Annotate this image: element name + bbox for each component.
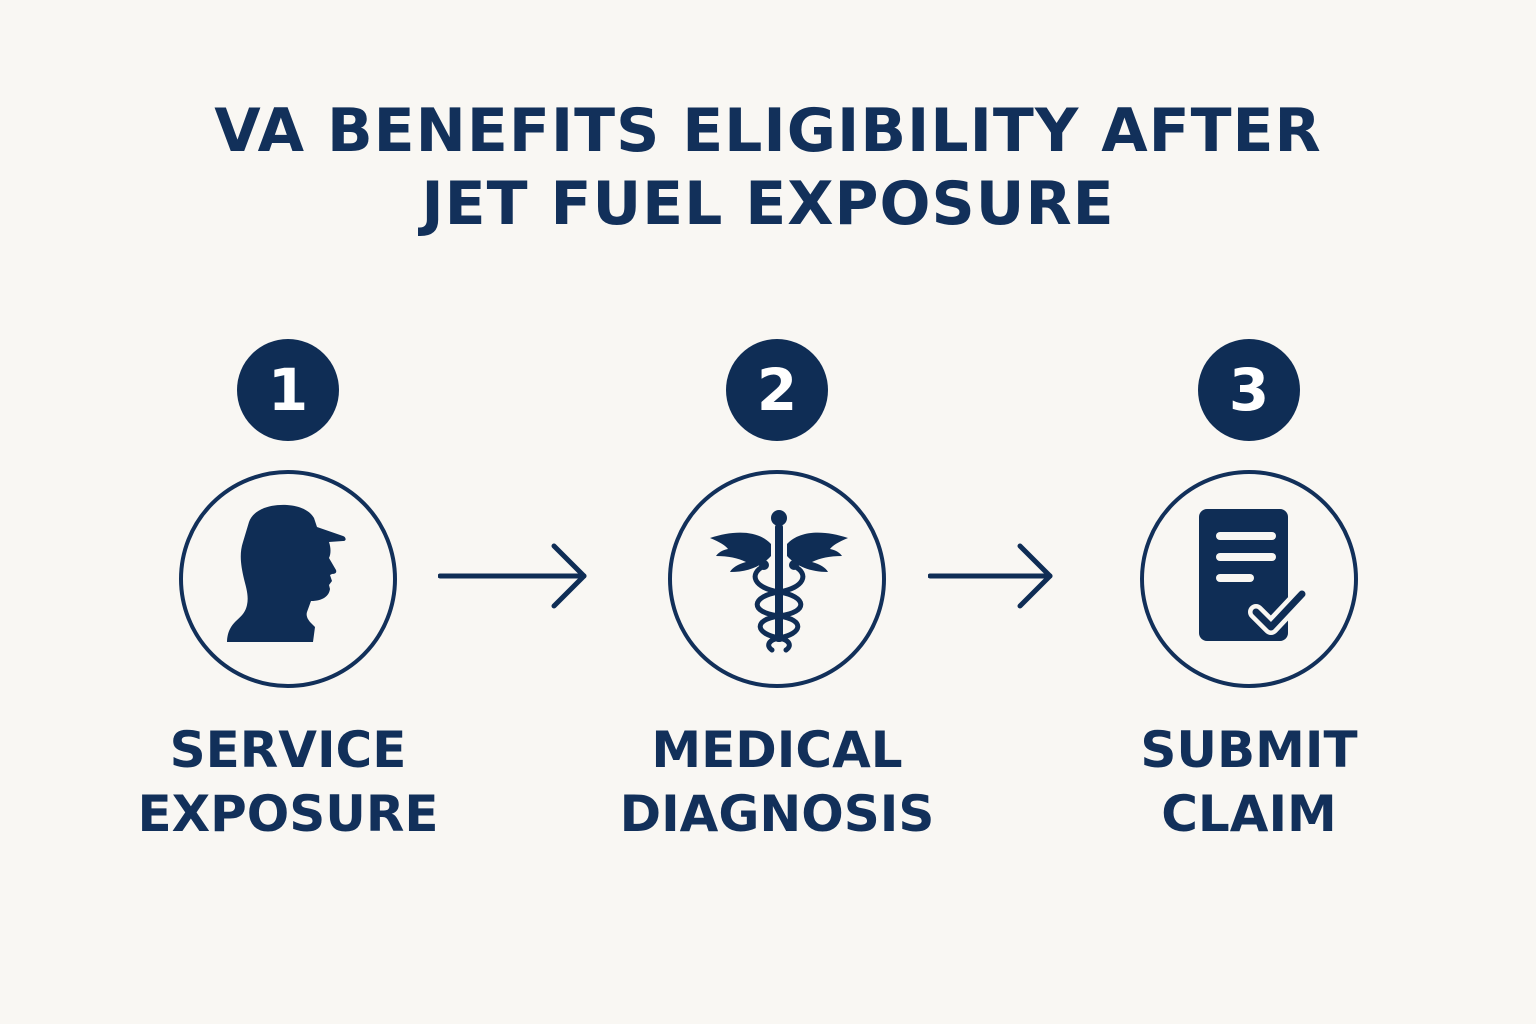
step-number-badge: 1 [237,339,339,441]
step-label-line-2: CLAIM [1161,785,1337,843]
step-label-line-2: EXPOSURE [137,785,439,843]
title-line-2: JET FUEL EXPOSURE [421,169,1115,239]
step-number-badge: 3 [1198,339,1300,441]
step-service-exposure: 1 SERVICE EXPOSURE [108,335,468,855]
step-submit-claim: 3 SUBMIT CLAIM [1069,335,1429,855]
title-line-1: VA BENEFITS ELIGIBILITY AFTER [214,96,1322,166]
step-number-badge: 2 [726,339,828,441]
arrow-right-icon [928,540,1056,612]
step-label: MEDICAL DIAGNOSIS [597,718,957,846]
step-label: SUBMIT CLAIM [1069,718,1429,846]
step-medical-diagnosis: 2 MEDICAL DIAGNOSIS [597,335,957,855]
arrow-right-icon [438,540,592,612]
step-label-line-1: SERVICE [169,721,407,779]
page-title: VA BENEFITS ELIGIBILITY AFTER JET FUEL E… [0,95,1536,241]
step-icon-circle [1140,470,1358,688]
caduceus-icon [710,510,848,653]
step-icon-circle [179,470,397,688]
step-label-line-1: SUBMIT [1140,721,1358,779]
step-label-line-2: DIAGNOSIS [619,785,935,843]
document-check-icon [1199,509,1310,641]
step-label: SERVICE EXPOSURE [108,718,468,846]
soldier-silhouette-icon [227,504,346,642]
step-label-line-1: MEDICAL [651,721,903,779]
step-icon-circle [668,470,886,688]
